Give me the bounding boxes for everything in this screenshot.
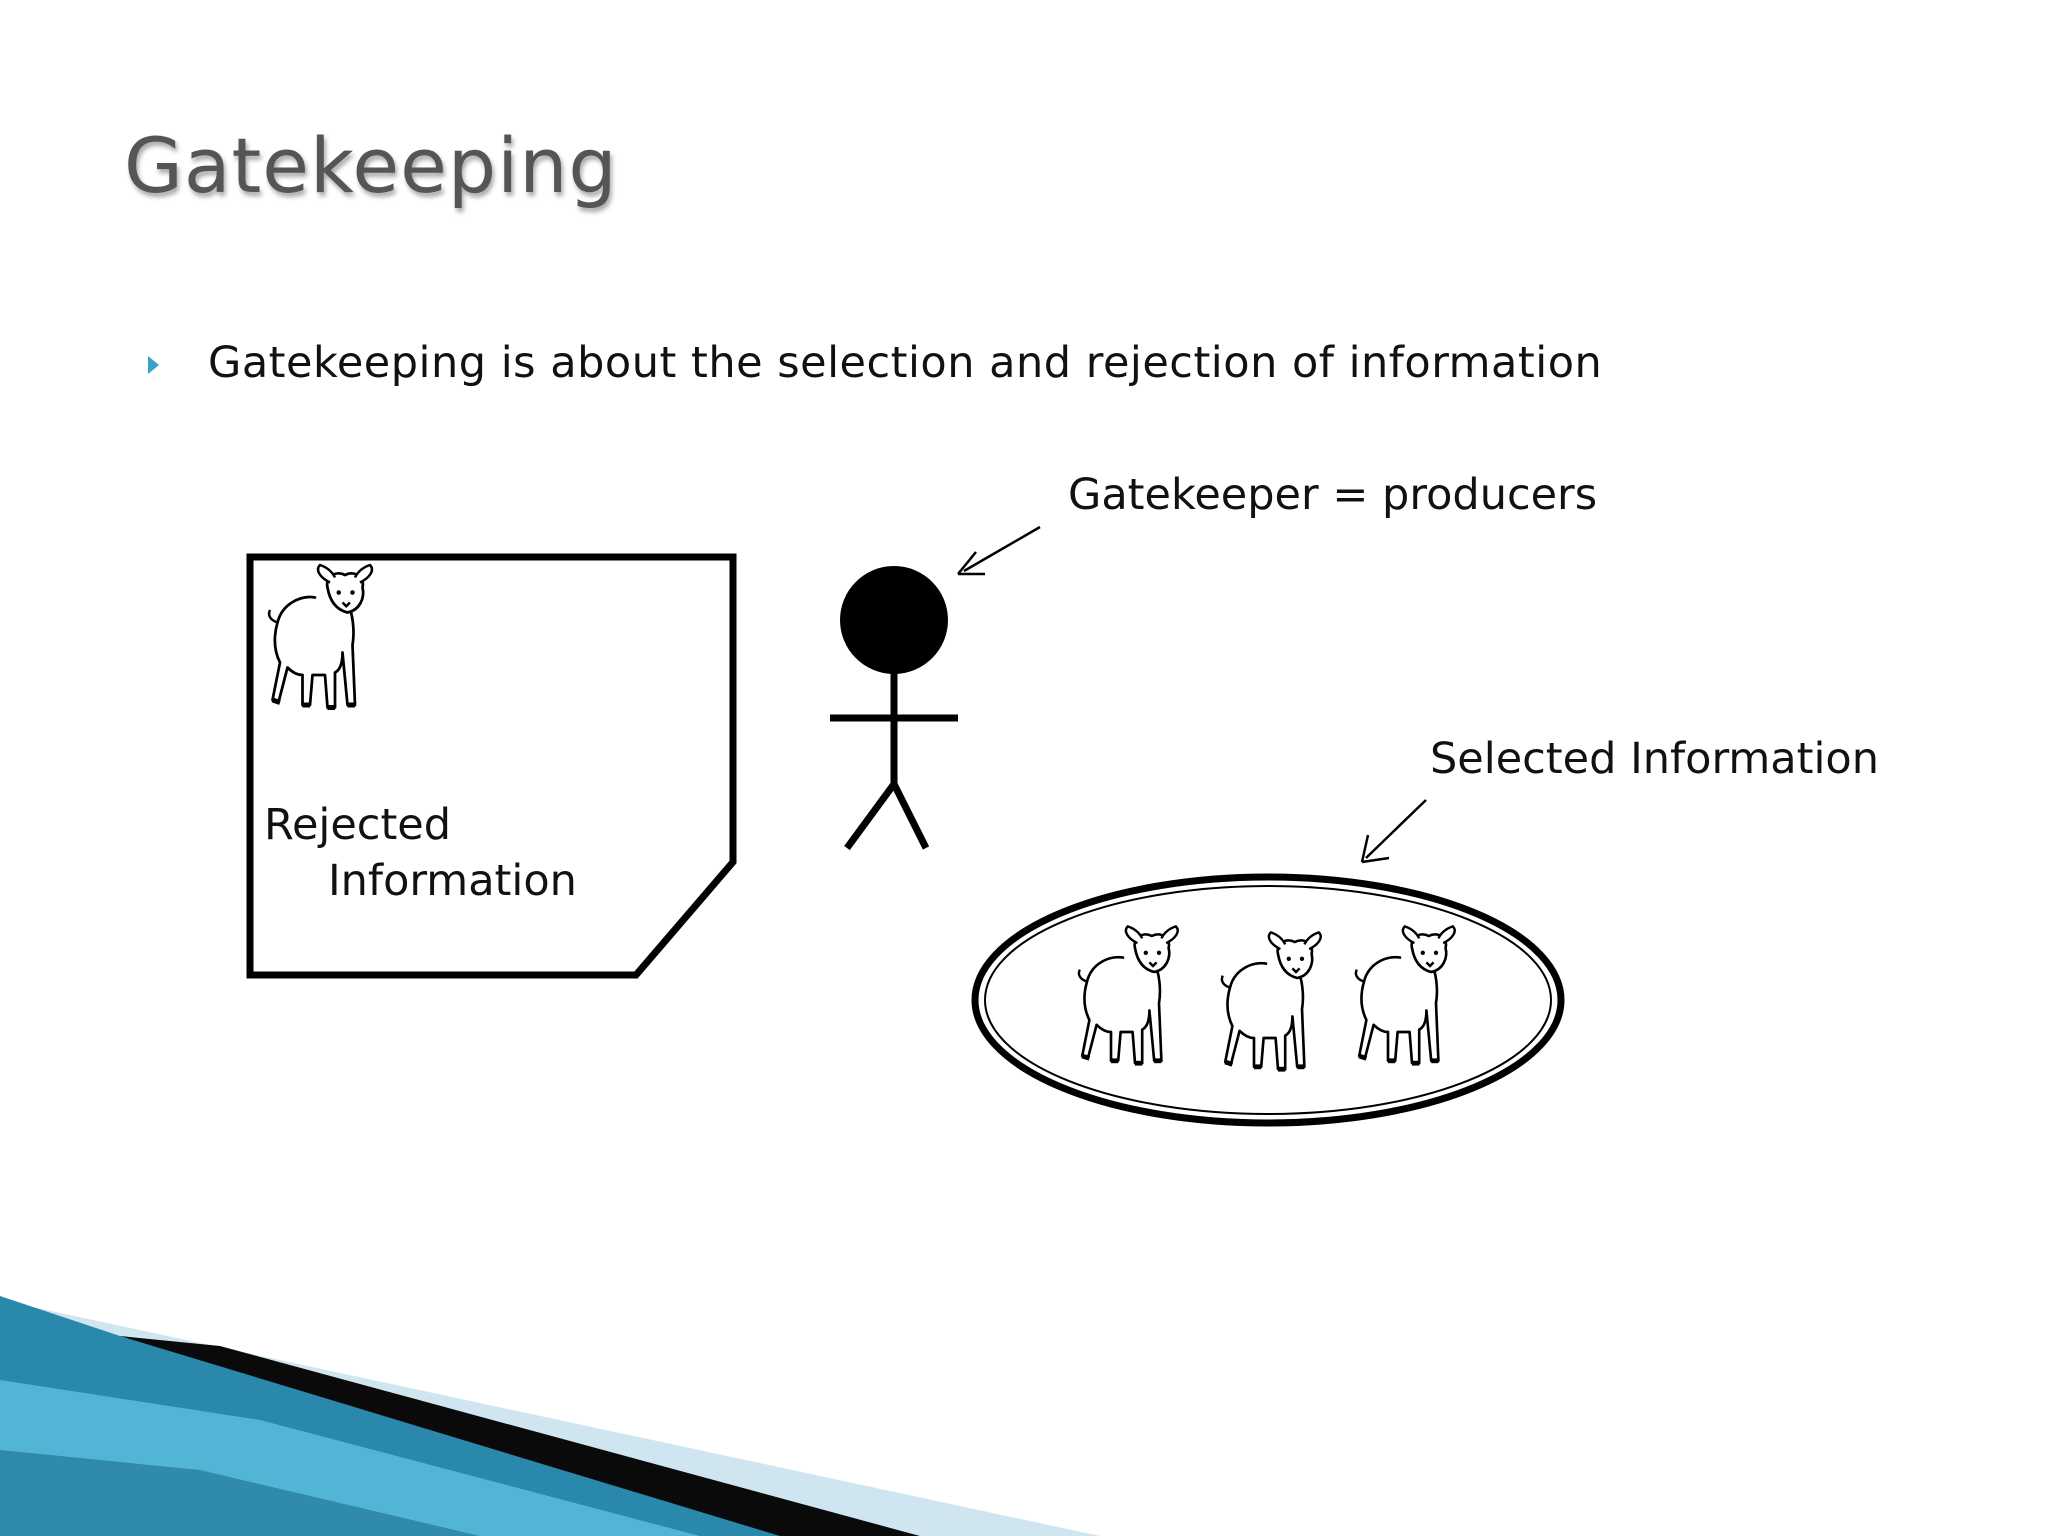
bullet-text: Gatekeeping is about the selection and r… <box>208 338 1603 388</box>
rejected-box <box>246 553 737 979</box>
lamb-icon-selected-3 <box>1356 926 1455 1063</box>
bullet-arrow-icon <box>148 356 159 374</box>
gatekeeper-figure-icon <box>830 566 958 851</box>
slide-title: Gatekeeping <box>124 121 618 210</box>
lamb-icon-rejected <box>269 565 372 708</box>
footer-decoration <box>0 1296 1100 1536</box>
selected-arrow-icon <box>1360 799 1427 864</box>
gatekeeper-label: Gatekeeper = producers <box>1068 470 1598 520</box>
gatekeeper-arrow-icon <box>957 525 1041 576</box>
selected-information-label: Selected Information <box>1430 734 1879 784</box>
selected-ellipse <box>971 873 1565 1127</box>
rejected-information-label-line1: Rejected <box>264 800 452 850</box>
rejected-information-label-line2: Information <box>328 856 577 906</box>
lamb-icon-selected-1 <box>1079 926 1178 1063</box>
lamb-icon-selected-2 <box>1222 932 1321 1069</box>
bullet-item: Gatekeeping is about the selection and r… <box>148 338 1602 388</box>
